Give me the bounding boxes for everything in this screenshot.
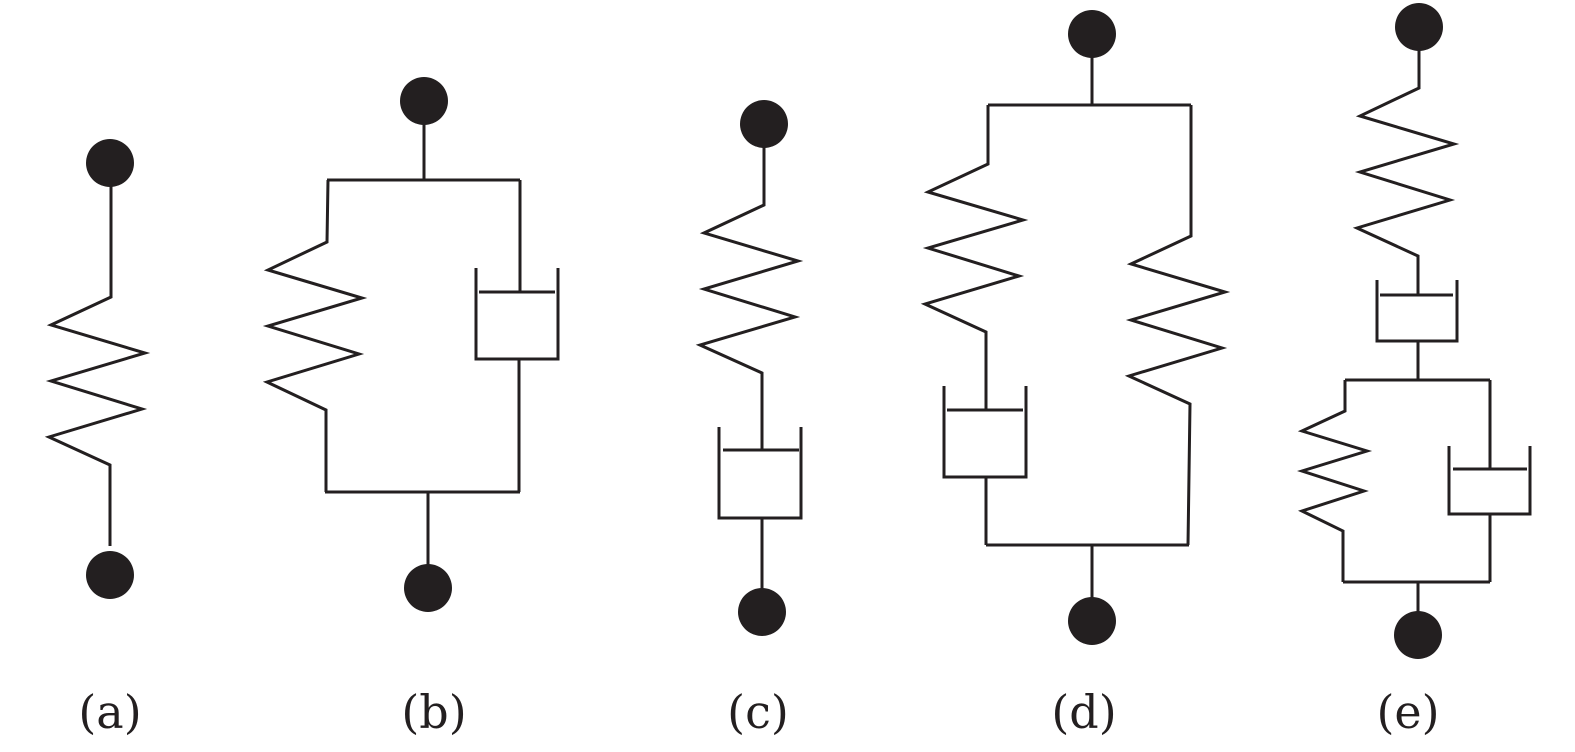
model-d-bottom-node	[1068, 597, 1116, 645]
model-a	[44, 139, 151, 599]
panel-label-d: (d)	[1051, 685, 1117, 739]
panel-label-b: (b)	[401, 685, 467, 739]
model-b-bottom-node	[404, 564, 452, 612]
model-d-right-spring	[1124, 105, 1231, 546]
model-a-top-node	[86, 139, 134, 187]
model-c-dashpot-cylinder	[717, 427, 803, 520]
model-d	[920, 10, 1231, 645]
model-d-top-node	[1068, 10, 1116, 58]
model-c-top-node	[740, 100, 788, 148]
model-c	[695, 100, 804, 636]
panel-label-e: (e)	[1376, 685, 1440, 739]
model-c-spring	[695, 146, 804, 450]
model-b-dashpot-cylinder	[474, 268, 560, 361]
model-b-spring	[262, 179, 368, 492]
model-b	[262, 77, 560, 612]
model-e-top-node	[1395, 3, 1443, 51]
model-e-upper-spring	[1352, 49, 1460, 295]
model-a-spring	[44, 185, 151, 546]
model-d-left-spring	[920, 105, 1029, 410]
panel-label-a: (a)	[78, 685, 142, 739]
panel-label-c: (c)	[727, 685, 789, 739]
model-b-top-node	[400, 77, 448, 125]
model-e	[1297, 3, 1532, 659]
model-e-bottom-node	[1394, 611, 1442, 659]
model-e-lower-spring	[1297, 380, 1373, 582]
model-a-bottom-node	[86, 551, 134, 599]
model-c-bottom-node	[738, 588, 786, 636]
